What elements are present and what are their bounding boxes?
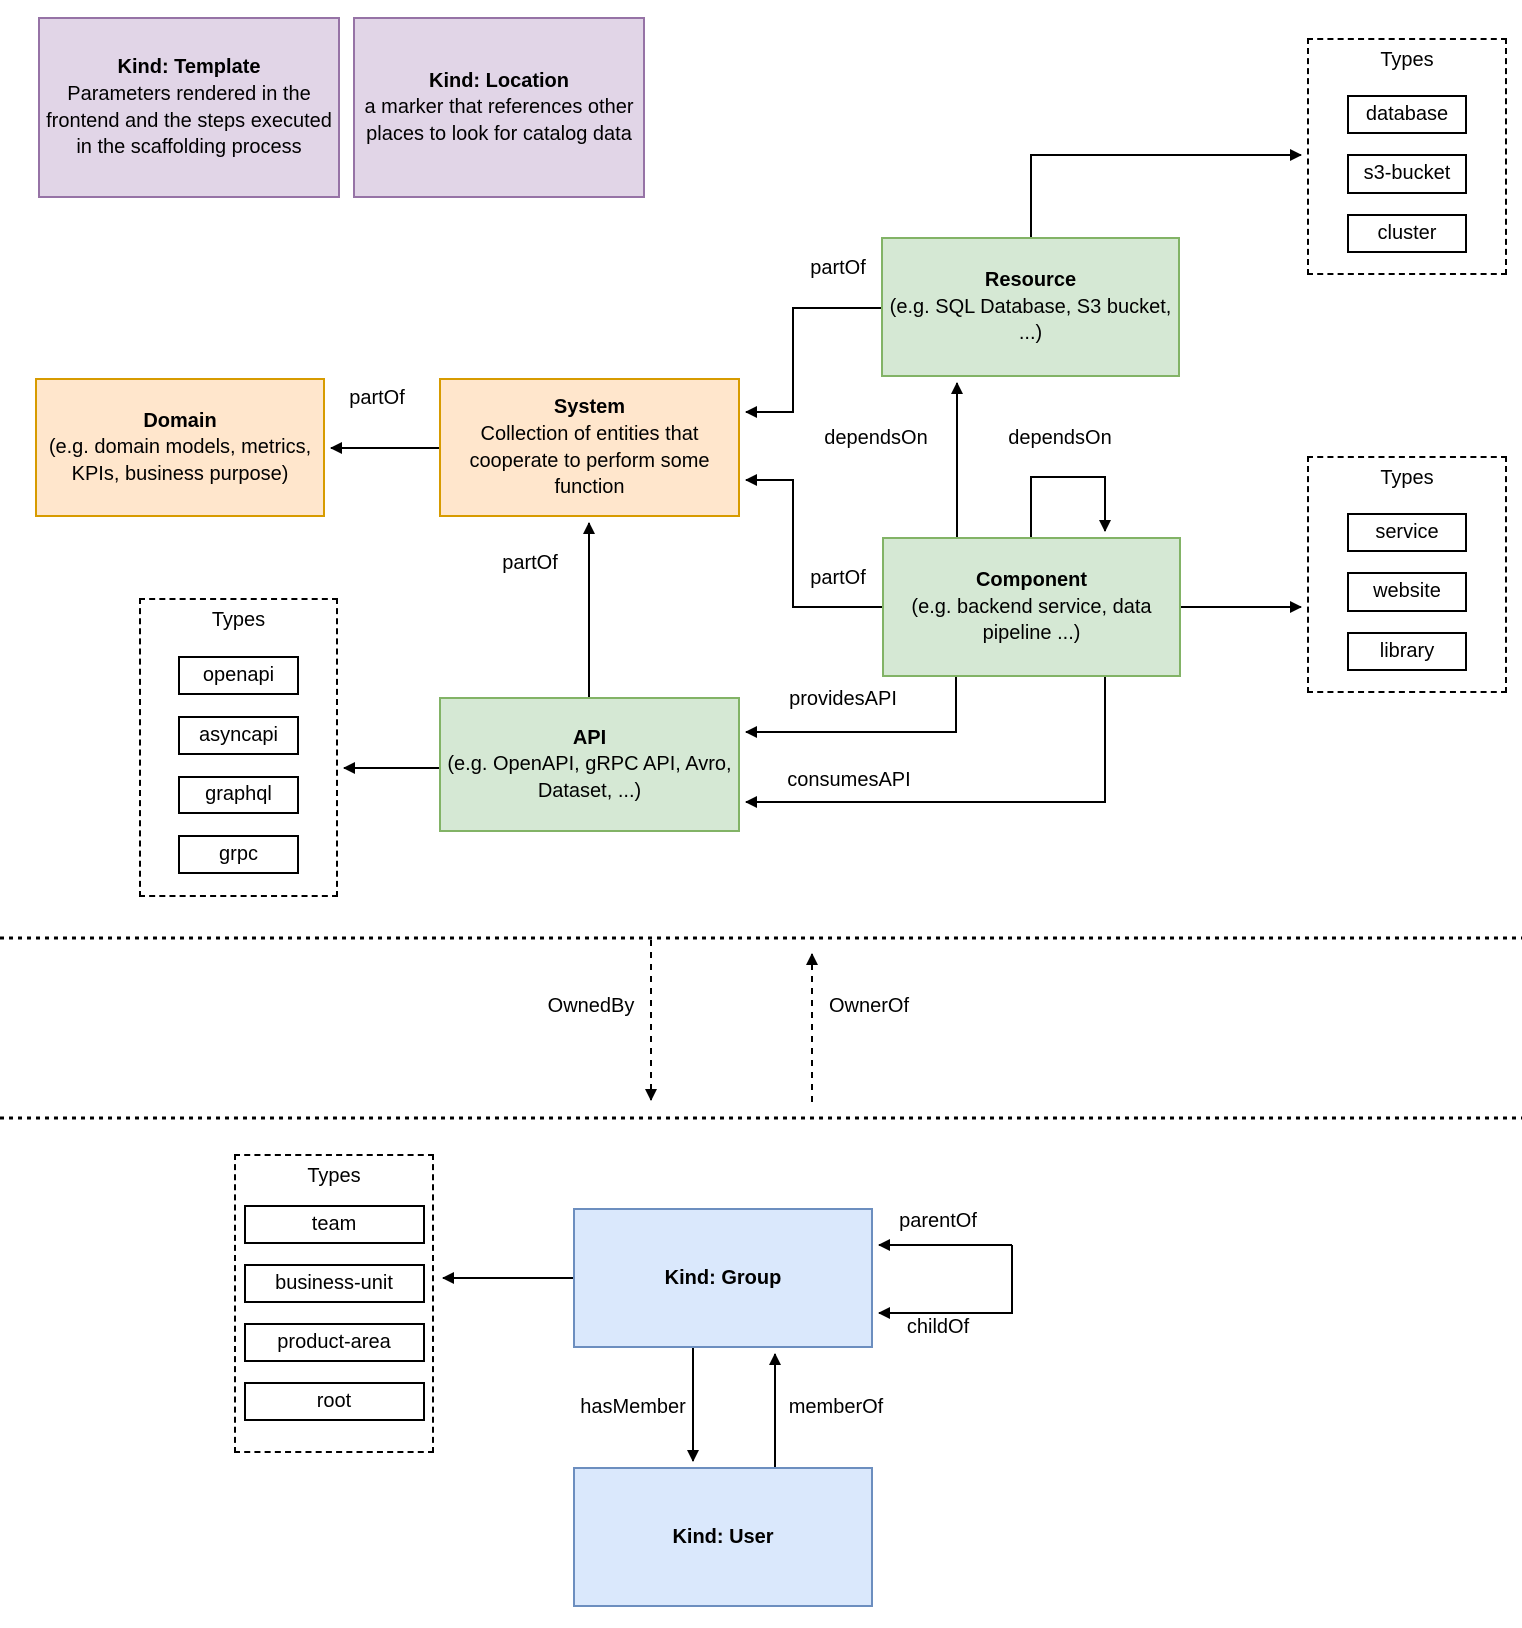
edge-label-ownedby: OwnedBy bbox=[544, 994, 638, 1018]
edge-label-partof-api-system: partOf bbox=[499, 551, 561, 575]
panel-title: Types bbox=[307, 1165, 361, 1187]
edge-resource-to-resource-types bbox=[1030, 149, 1302, 237]
edge-label-partof-component-system: partOf bbox=[807, 566, 869, 590]
edge-label-consumesapi: consumesAPI bbox=[784, 768, 914, 792]
node-description: (e.g. SQL Database, S3 bucket, ...) bbox=[889, 295, 1172, 345]
edge-partof-resource-system bbox=[745, 307, 881, 418]
panel-resource-types: Types database s3-bucket cluster bbox=[1307, 38, 1507, 275]
node-description: (e.g. OpenAPI, gRPC API, Avro, Dataset, … bbox=[447, 753, 732, 802]
edge-label-ownerof: OwnerOf bbox=[825, 994, 913, 1018]
edge-providesapi bbox=[745, 677, 957, 738]
node-kind-component: Component (e.g. backend service, data pi… bbox=[882, 537, 1181, 677]
node-description: Parameters rendered in the frontend and … bbox=[46, 82, 332, 159]
node-kind-api: API (e.g. OpenAPI, gRPC API, Avro, Datas… bbox=[439, 697, 740, 832]
node-kind-location: Kind: Location a marker that references … bbox=[353, 17, 645, 198]
panel-api-types: Types openapi asyncapi graphql grpc bbox=[139, 598, 338, 897]
edge-childof-loop bbox=[878, 1245, 1013, 1319]
type-chip-openapi: openapi bbox=[178, 656, 299, 695]
panel-title: Types bbox=[1380, 49, 1434, 71]
panel-component-types: Types service website library bbox=[1307, 456, 1507, 693]
node-kind-user: Kind: User bbox=[573, 1467, 873, 1607]
edge-label-memberof: memberOf bbox=[785, 1395, 887, 1419]
edge-partof-component-system bbox=[745, 474, 882, 608]
node-description: Collection of entities that cooperate to… bbox=[469, 422, 710, 499]
type-chip-service: service bbox=[1347, 513, 1467, 553]
type-chip-s3-bucket: s3-bucket bbox=[1347, 154, 1467, 194]
panel-group-types: Types team business-unit product-area ro… bbox=[234, 1154, 434, 1453]
node-kind-template: Kind: Template Parameters rendered in th… bbox=[38, 17, 340, 198]
node-title: System bbox=[553, 396, 626, 419]
node-kind-system: System Collection of entities that coope… bbox=[439, 378, 740, 517]
node-title: API bbox=[572, 726, 607, 749]
node-title: Kind: Template bbox=[117, 56, 261, 79]
node-title: Component bbox=[975, 569, 1088, 592]
type-chip-business-unit: business-unit bbox=[243, 1264, 425, 1303]
node-title: Domain bbox=[143, 409, 217, 432]
type-chip-product-area: product-area bbox=[243, 1323, 425, 1362]
node-kind-domain: Domain (e.g. domain models, metrics, KPI… bbox=[35, 378, 325, 517]
type-chip-library: library bbox=[1347, 631, 1467, 671]
edge-label-hasmember: hasMember bbox=[577, 1395, 689, 1419]
edge-label-dependson-resource: dependsOn bbox=[821, 426, 931, 450]
edge-dependson-component-self bbox=[1030, 476, 1111, 537]
type-chip-cluster: cluster bbox=[1347, 213, 1467, 253]
edge-label-parentof: parentOf bbox=[896, 1209, 980, 1233]
edge-label-providesapi: providesAPI bbox=[786, 687, 900, 711]
node-description: a marker that references other places to… bbox=[364, 96, 634, 145]
node-kind-resource: Resource (e.g. SQL Database, S3 bucket, … bbox=[881, 237, 1180, 377]
node-title: Kind: User bbox=[672, 1525, 774, 1548]
panel-title: Types bbox=[211, 609, 266, 631]
edge-label-partof-system-domain: partOf bbox=[346, 386, 408, 410]
type-chip-graphql: graphql bbox=[178, 775, 299, 815]
panel-title: Types bbox=[1380, 467, 1434, 489]
node-title: Kind: Group bbox=[664, 1266, 782, 1289]
node-kind-group: Kind: Group bbox=[573, 1208, 873, 1348]
node-description: (e.g. backend service, data pipeline ...… bbox=[911, 595, 1152, 645]
type-chip-team: team bbox=[243, 1205, 425, 1244]
type-chip-root: root bbox=[243, 1382, 425, 1421]
type-chip-database: database bbox=[1347, 95, 1467, 135]
type-chip-asyncapi: asyncapi bbox=[178, 715, 299, 755]
type-chip-grpc: grpc bbox=[178, 835, 299, 874]
node-title: Resource bbox=[984, 269, 1077, 292]
edge-consumesapi bbox=[745, 677, 1106, 808]
edge-label-dependson-self: dependsOn bbox=[1005, 426, 1115, 450]
node-description: (e.g. domain models, metrics, KPIs, busi… bbox=[48, 436, 312, 485]
edge-label-childof: childOf bbox=[903, 1315, 973, 1339]
node-title: Kind: Location bbox=[429, 69, 569, 92]
type-chip-website: website bbox=[1347, 572, 1467, 612]
edge-label-partof-resource-system: partOf bbox=[807, 256, 869, 280]
